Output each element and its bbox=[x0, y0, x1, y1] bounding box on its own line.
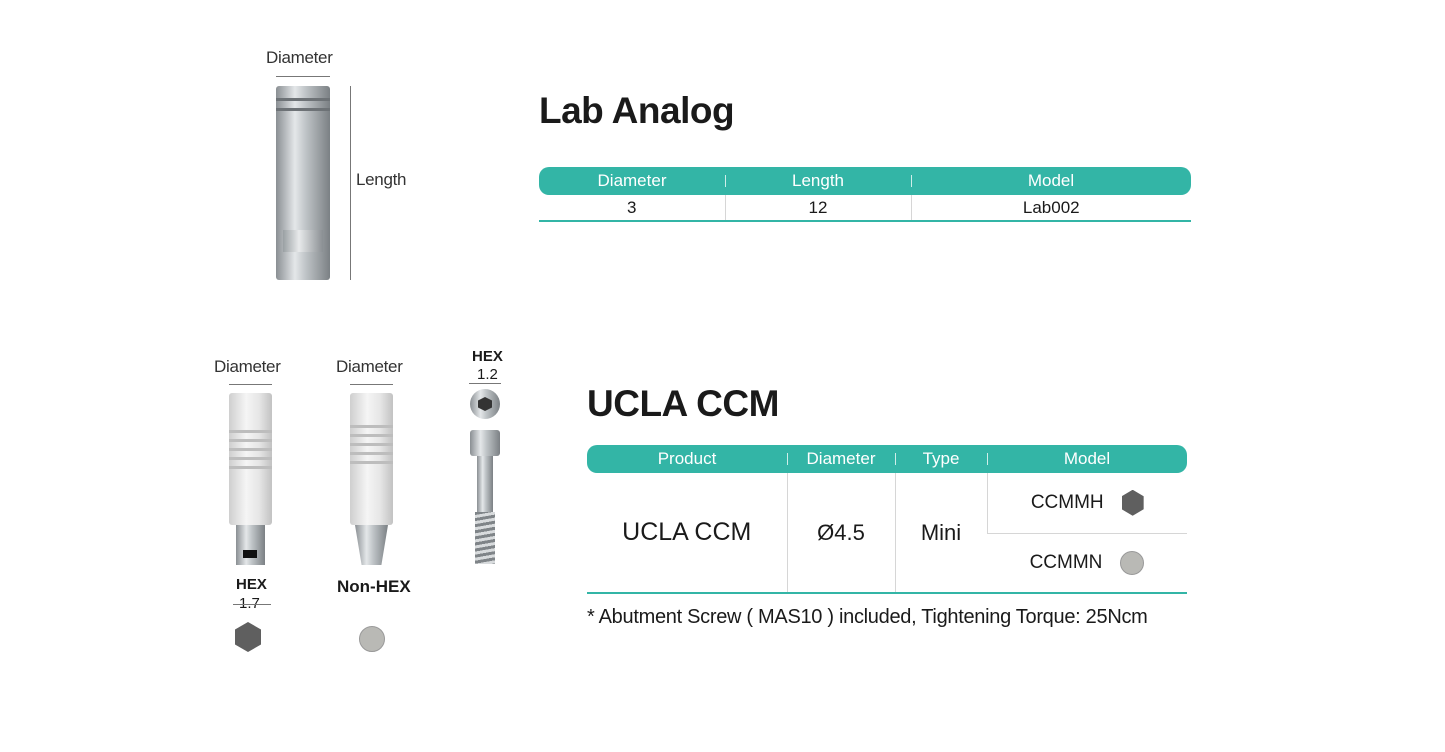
cell-length: 12 bbox=[724, 195, 911, 221]
header-length: Length bbox=[725, 167, 911, 195]
dimension-line bbox=[350, 384, 393, 385]
screw-thread bbox=[475, 512, 495, 564]
lab-analog-title: Lab Analog bbox=[539, 90, 735, 131]
nonhex-label: Non-HEX bbox=[337, 577, 411, 596]
cell-model-hex: CCMMH bbox=[986, 473, 1187, 534]
screw-image bbox=[470, 430, 500, 456]
header-diameter: Diameter bbox=[787, 445, 895, 473]
cell-model-nonhex: CCMMN bbox=[987, 533, 1187, 593]
table-row: CCMMN bbox=[587, 533, 1187, 593]
nonhex-base bbox=[355, 525, 388, 565]
grooves bbox=[350, 425, 393, 465]
diameter-label: Diameter bbox=[214, 357, 281, 376]
cell-model: Lab002 bbox=[910, 195, 1191, 221]
hex-size: 1.7 bbox=[239, 595, 260, 612]
screw-hex-size: 1.2 bbox=[477, 366, 498, 383]
header-product: Product bbox=[587, 445, 787, 473]
model-name: CCMMH bbox=[1030, 491, 1104, 513]
screw-hex-label: HEX bbox=[472, 348, 503, 365]
cell-type: Mini bbox=[894, 473, 987, 593]
length-label: Length bbox=[356, 170, 407, 189]
model-name: CCMMN bbox=[1029, 551, 1103, 573]
screw-shank bbox=[477, 456, 493, 512]
groove bbox=[276, 98, 330, 101]
lab-analog-table: Diameter Length Model 3 12 Lab002 bbox=[539, 167, 1191, 222]
hex-base bbox=[236, 525, 265, 565]
hexagon-icon bbox=[1121, 489, 1144, 516]
table-row: 3 12 Lab002 bbox=[539, 195, 1191, 221]
cell-diameter: 3 bbox=[627, 197, 637, 217]
groove bbox=[276, 108, 330, 111]
diameter-label: Diameter bbox=[266, 48, 333, 67]
footnote: * Abutment Screw ( MAS10 ) included, Tig… bbox=[587, 606, 1148, 628]
header-model: Model bbox=[911, 167, 1191, 195]
header-diameter: Diameter bbox=[539, 167, 725, 195]
ucla-ccm-title: UCLA CCM bbox=[587, 383, 779, 424]
dimension-line bbox=[233, 604, 271, 605]
dimension-line bbox=[469, 383, 501, 384]
hex-socket-icon bbox=[478, 397, 492, 411]
diameter-label: Diameter bbox=[336, 357, 403, 376]
hexagon-icon bbox=[235, 622, 261, 652]
circle-icon bbox=[1120, 550, 1145, 575]
length-line bbox=[350, 86, 351, 280]
header-model: Model bbox=[987, 445, 1187, 473]
cell-diameter: Ø4.5 bbox=[786, 473, 895, 593]
hex-connector bbox=[243, 550, 257, 558]
hex-label: HEX bbox=[236, 576, 267, 593]
neck bbox=[283, 230, 323, 252]
grooves bbox=[229, 430, 272, 470]
ucla-ccm-table: Product Diameter Type Model UCLA CCM Ø4.… bbox=[587, 445, 1187, 594]
dimension-line bbox=[276, 76, 330, 77]
cell-product: UCLA CCM bbox=[622, 518, 752, 546]
circle-icon bbox=[359, 626, 385, 652]
dimension-line bbox=[229, 384, 272, 385]
table-row: UCLA CCM Ø4.5 Mini CCMMH bbox=[587, 473, 1187, 593]
header-type: Type bbox=[895, 445, 987, 473]
